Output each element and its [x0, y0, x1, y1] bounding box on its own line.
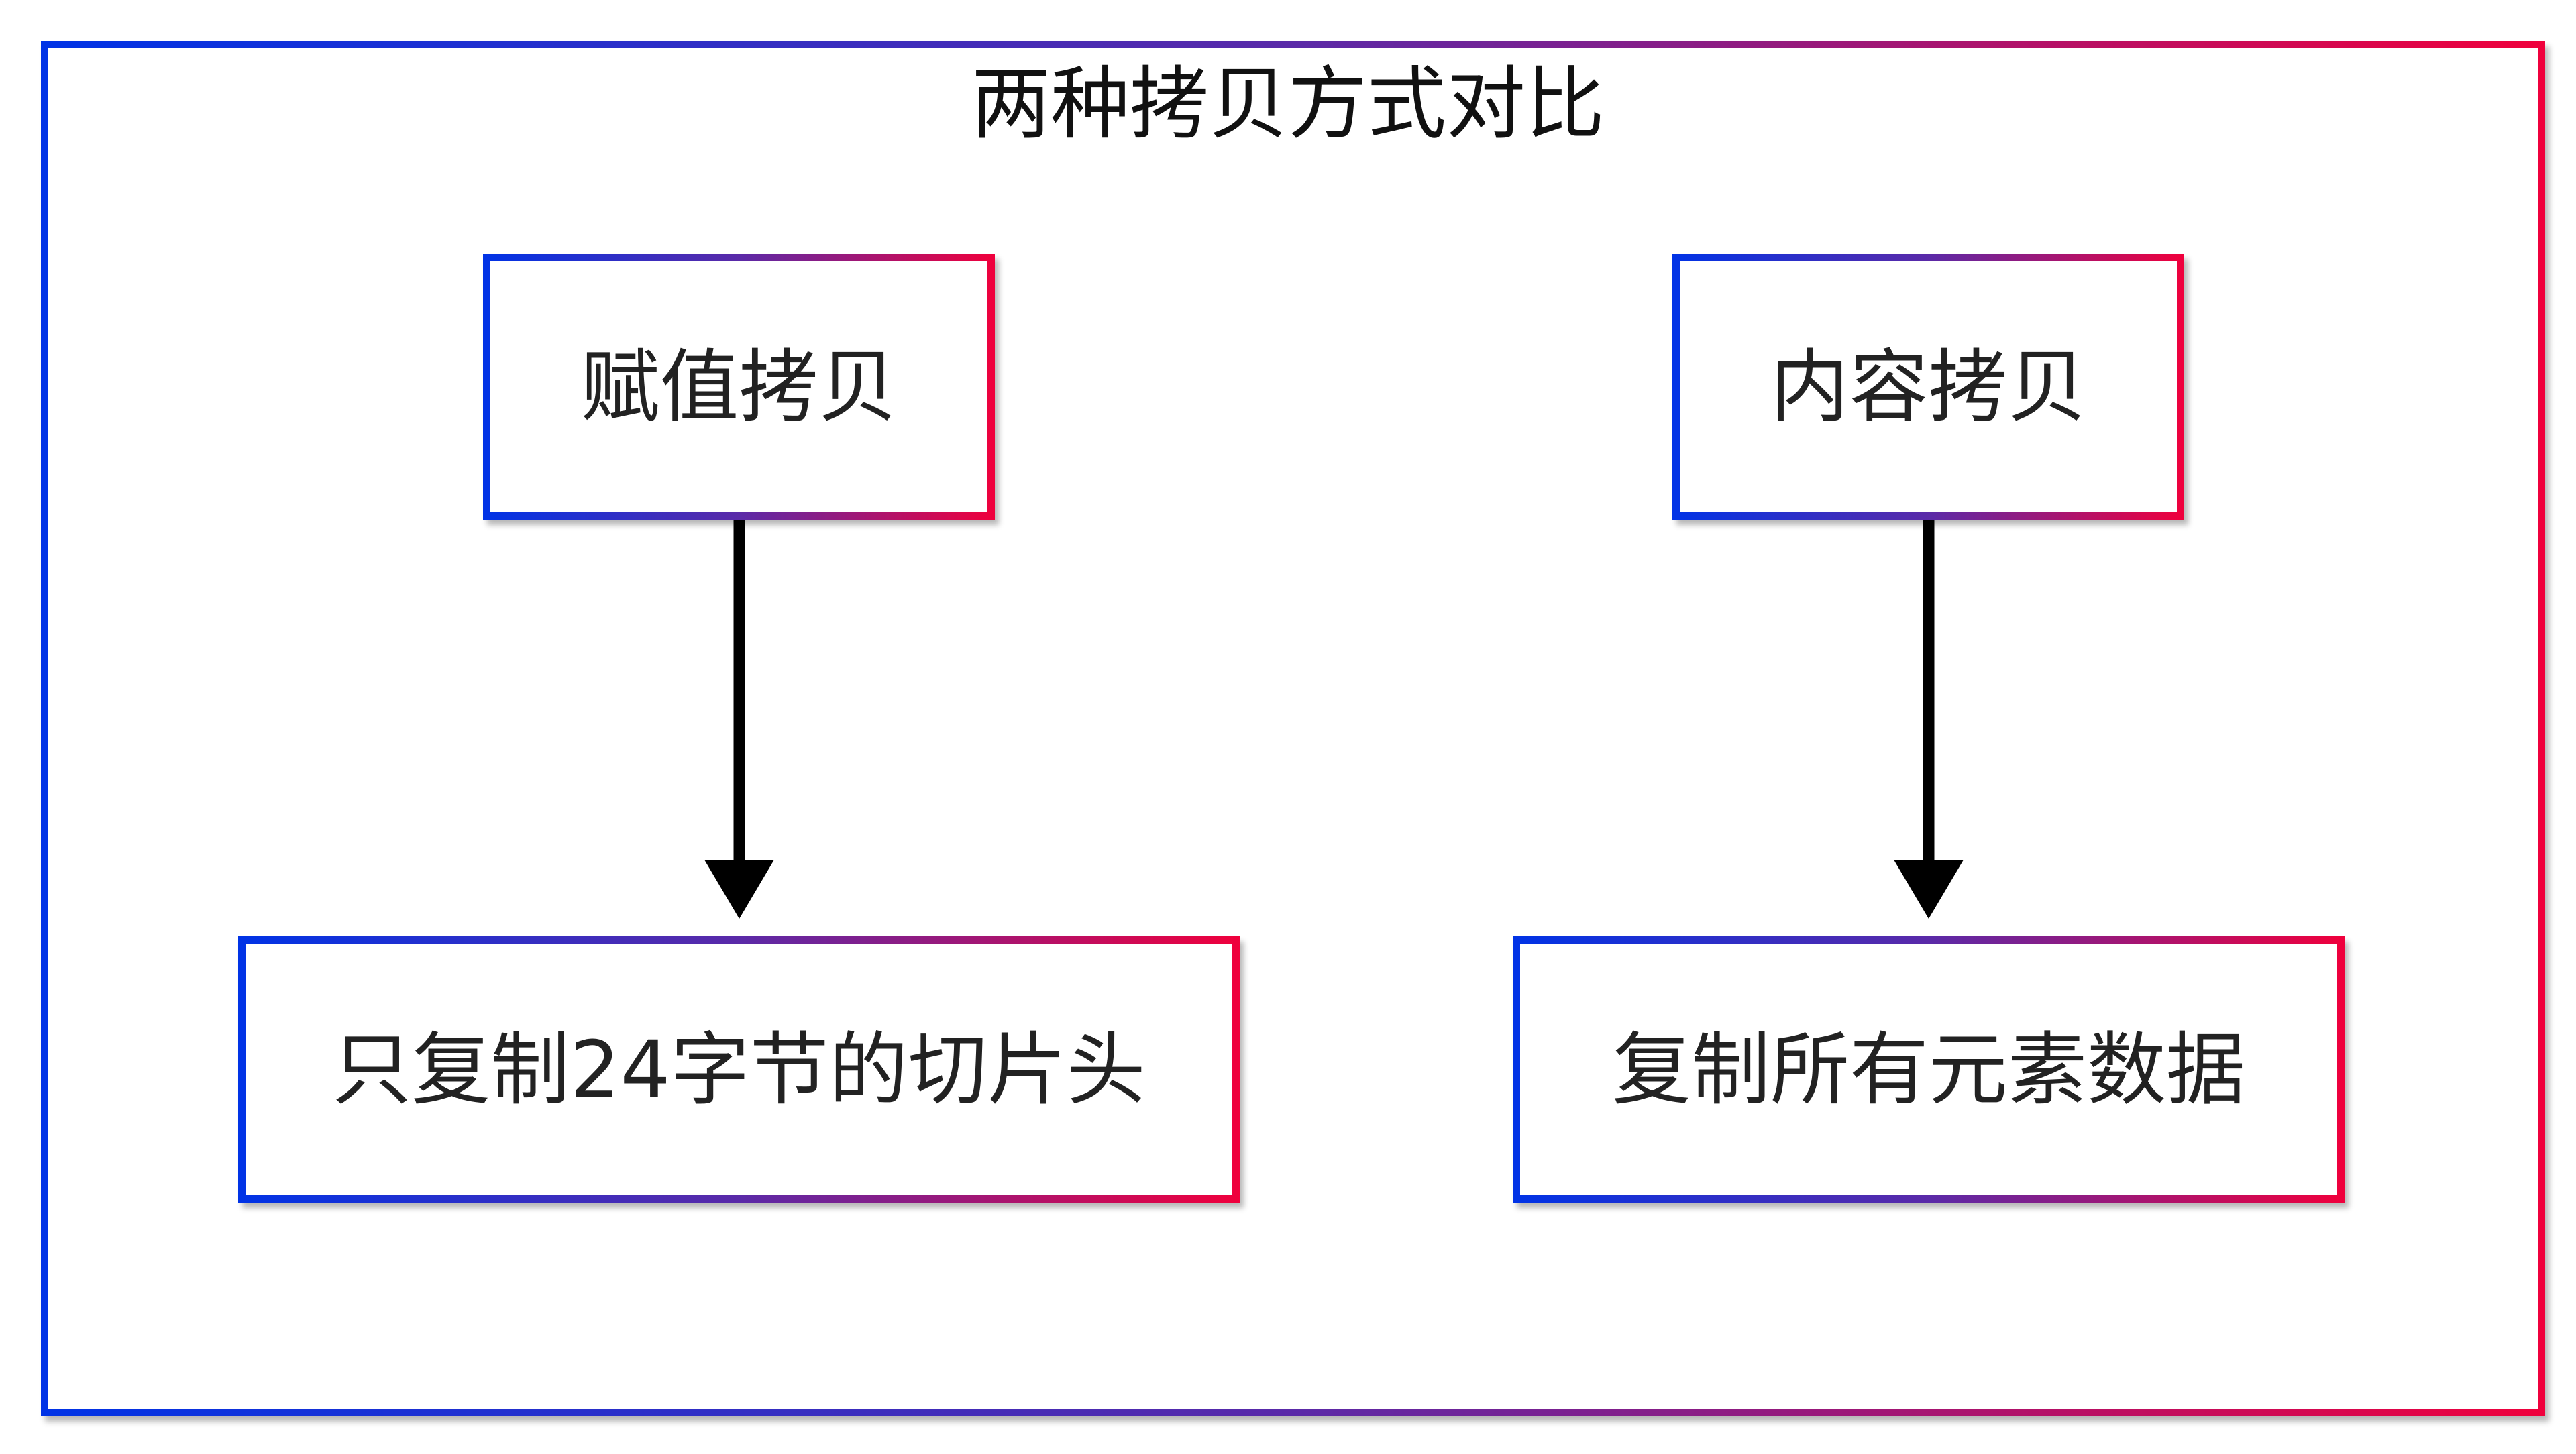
- arrow-content-head: [1894, 860, 1964, 919]
- node-assignment-copy: 赋值拷贝: [483, 254, 995, 520]
- node-assignment-copy-label: 赋值拷贝: [580, 340, 898, 433]
- arrow-assignment-head: [704, 860, 774, 919]
- node-content-copy-label: 内容拷贝: [1770, 340, 2087, 433]
- diagram-title: 两种拷贝方式对比: [971, 58, 1605, 150]
- node-content-result: 复制所有元素数据: [1513, 936, 2345, 1203]
- arrow-assignment: [704, 520, 774, 919]
- node-assignment-result-label: 只复制24字节的切片头: [332, 1023, 1146, 1116]
- node-content-copy: 内容拷贝: [1672, 254, 2184, 520]
- node-content-result-label: 复制所有元素数据: [1611, 1023, 2245, 1116]
- arrow-content: [1894, 520, 1964, 919]
- node-assignment-result: 只复制24字节的切片头: [238, 936, 1240, 1203]
